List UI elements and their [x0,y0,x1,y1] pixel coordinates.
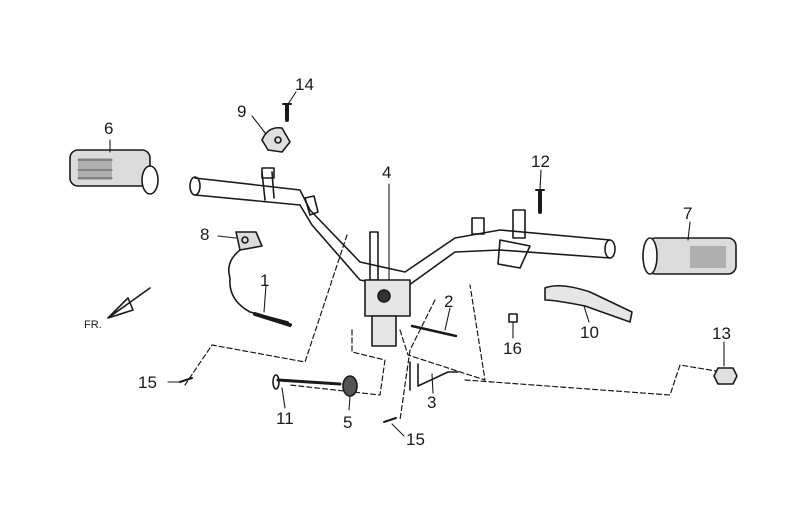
right-grip-part-7 [642,237,737,275]
callout-3: 3 [427,393,437,412]
callout-2: 2 [444,292,454,311]
bracket-part-8 [235,231,263,251]
callout-4: 4 [382,163,392,182]
screw-part-15-right [383,417,397,423]
front-direction-label: FR. [84,319,102,331]
callout-9: 9 [237,102,247,121]
callout-10: 10 [580,323,599,342]
callout-13: 13 [712,324,731,343]
handlebar-tube [189,167,616,289]
cable-part-1 [227,249,292,327]
nut-part-13 [713,367,738,385]
u-bolt-part-3 [409,361,459,391]
washer-part-5 [342,375,358,397]
assembly-outline [184,234,723,421]
callout-12: 12 [531,152,550,171]
callout-1: 1 [260,271,270,290]
bolt-part-14 [282,103,292,122]
callout-14: 14 [295,75,314,94]
callout-11: 11 [276,409,294,428]
callout-15-left: 15 [138,373,157,392]
bolt-part-11 [272,374,342,390]
clamp-part-9 [261,126,291,153]
leader-lines [109,91,725,437]
callout-6: 6 [104,119,114,138]
bolt-part-2 [410,324,458,338]
left-grip-part-6 [69,149,159,195]
nut-part-16 [508,313,518,323]
callout-5: 5 [343,413,353,432]
callout-7: 7 [683,204,693,223]
callout-8: 8 [200,225,210,244]
bolt-part-12 [535,189,545,214]
front-direction-arrow [107,287,151,319]
handlebar-post-part-4 [364,231,411,347]
callout-16: 16 [503,339,522,358]
callout-15-right: 15 [406,430,425,449]
brake-lever-part-10 [544,284,633,323]
screw-part-15-left [179,377,193,383]
